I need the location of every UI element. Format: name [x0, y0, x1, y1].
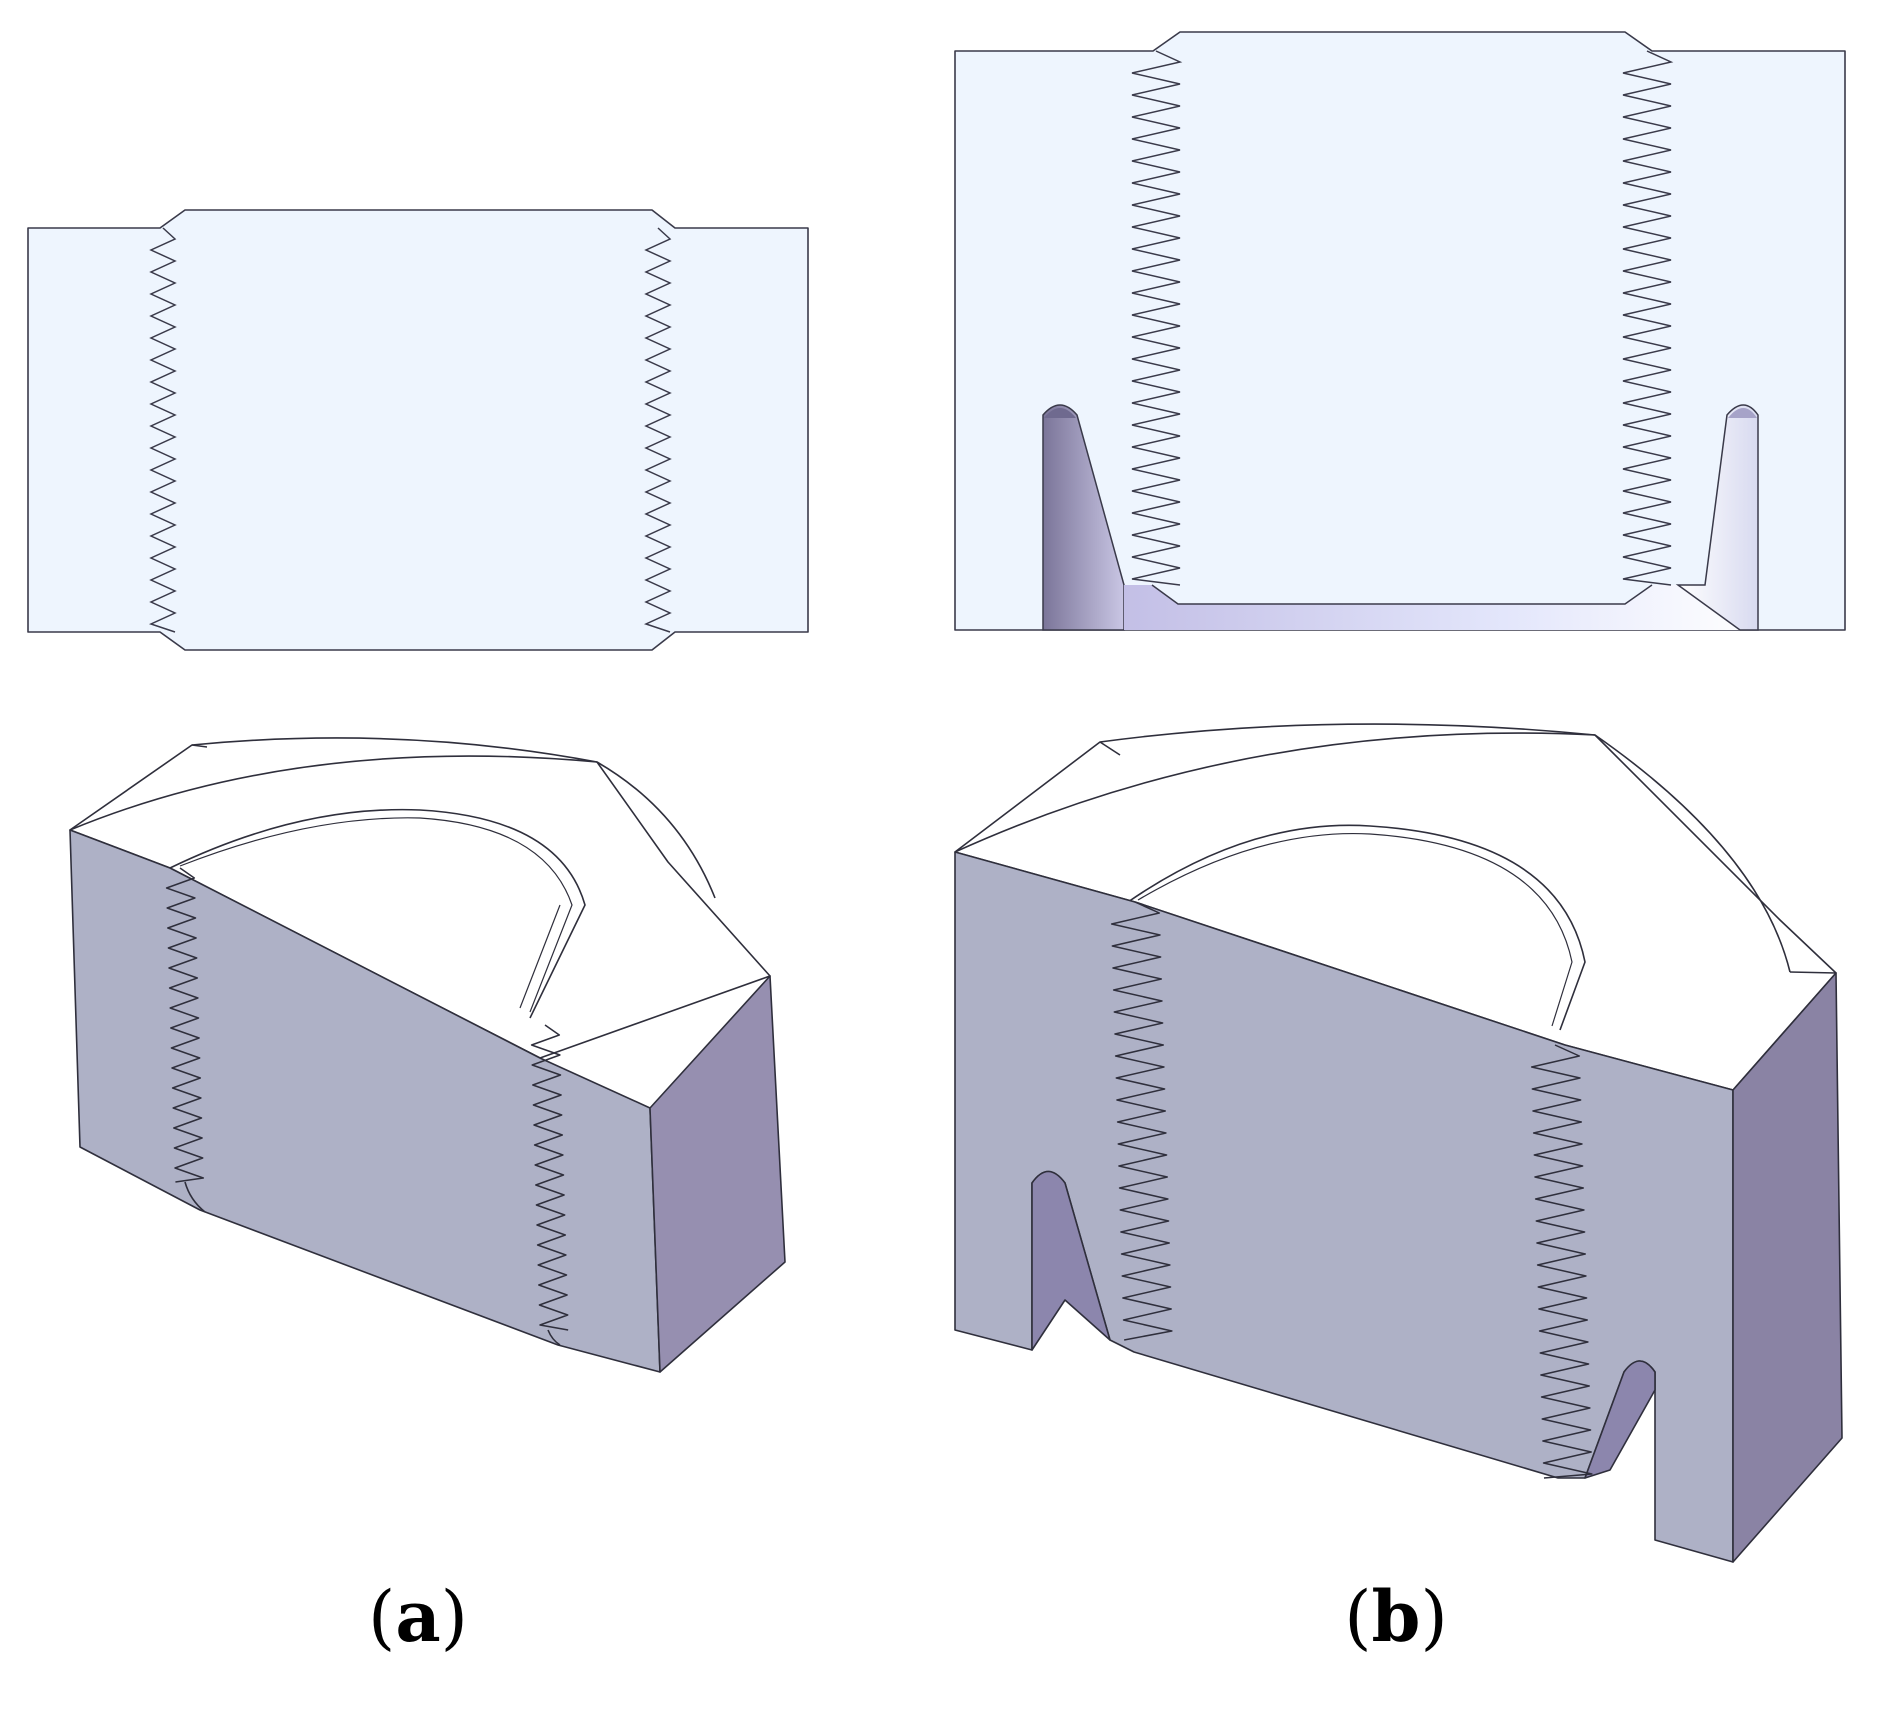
panel-a-top-chamfer-arc [69, 755, 598, 831]
panel-b-groove-right [1584, 1360, 1656, 1479]
panel-a-bore-arc [169, 808, 586, 1019]
panel-b-thread-left [1110, 901, 1173, 1341]
caption-label-a: a [395, 1575, 441, 1658]
panel-b-top-face [954, 723, 1837, 1091]
panel-b-groove-bottom [1124, 585, 1758, 630]
caption-close-paren: ) [1420, 1576, 1448, 1658]
panel-a-top-outer-arc [596, 761, 716, 899]
panel-b-groove-right-tip [1728, 408, 1757, 418]
panel-a-thread-right [643, 227, 672, 633]
caption-close-paren: ) [440, 1576, 468, 1658]
panel-b-groove-left [1042, 404, 1125, 631]
panel-a-thread-left [165, 867, 205, 1183]
caption-panel-b: (b) [1246, 1575, 1546, 1658]
panel-a-cutaway-view [69, 737, 786, 1373]
panel-b-section-view [954, 31, 1846, 631]
panel-b-bore-floor [1151, 584, 1653, 605]
panel-a-top-face [69, 737, 771, 1059]
panel-a-section-body [27, 209, 809, 651]
panel-a-section-view [27, 209, 809, 651]
panel-b-top-chamfer-arc [954, 732, 1596, 853]
panel-b-groove-right [1675, 404, 1759, 631]
panel-b-thread-right [1622, 50, 1674, 586]
panel-a-thread-right [530, 1024, 569, 1331]
panel-b-thread-right [1530, 1044, 1593, 1479]
caption-label-b: b [1371, 1575, 1421, 1658]
panel-b-bore-arc [1127, 824, 1586, 1031]
panel-b-top-outer-arc [1594, 734, 1791, 973]
panel-b-side-face [1732, 972, 1843, 1563]
panel-b-thread-left [1131, 50, 1183, 586]
panel-a-side-face [649, 975, 786, 1373]
panel-b-groove-left-tip [1044, 408, 1076, 418]
caption-open-paren: ( [1344, 1576, 1372, 1658]
caption-open-paren: ( [368, 1576, 396, 1658]
panel-b-cutaway-view [954, 723, 1843, 1563]
panel-b-groove-left [1031, 1170, 1111, 1351]
panel-a-thread-left [148, 227, 177, 633]
caption-panel-a: (a) [268, 1575, 568, 1658]
